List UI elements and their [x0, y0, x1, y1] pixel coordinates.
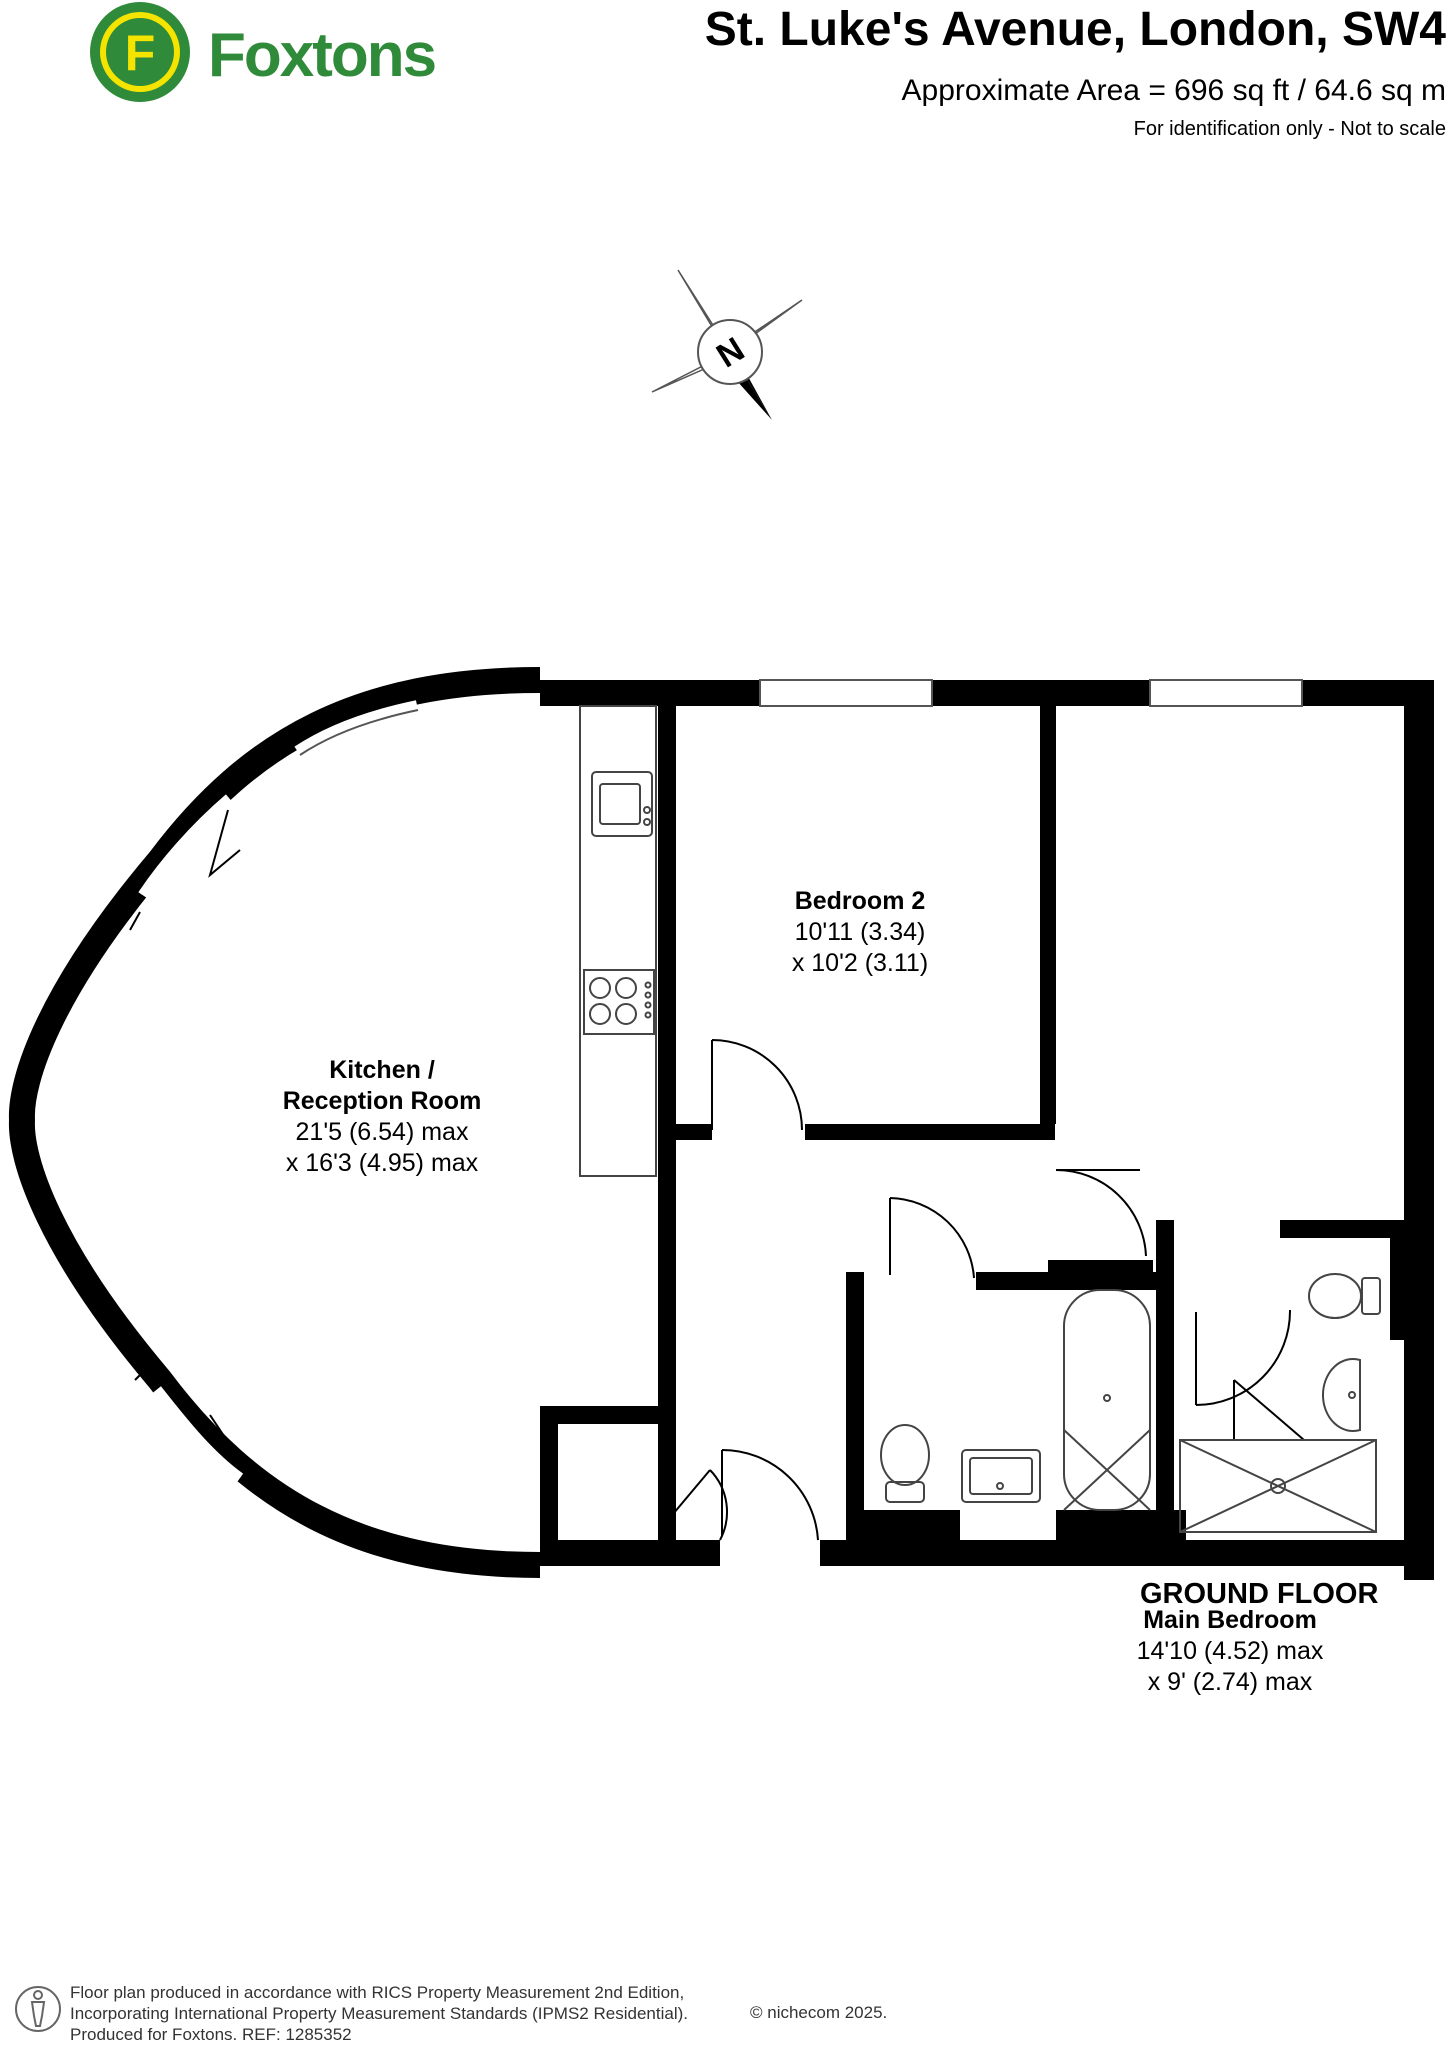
copyright-notice: © nichecom 2025.: [750, 2003, 888, 2022]
scale-disclaimer: For identification only - Not to scale: [1133, 118, 1446, 140]
exterior-walls: [8, 667, 1434, 1580]
bathroom-fixtures: [880, 1289, 1151, 1511]
property-title: St. Luke's Avenue, London, SW4: [704, 3, 1446, 56]
ensuite-fixtures: [1179, 1273, 1381, 1533]
emblem-letter: F: [125, 25, 156, 81]
footer-notes: Floor plan produced in accordance with R…: [70, 1982, 688, 2045]
approximate-area: Approximate Area = 696 sq ft / 64.6 sq m: [901, 74, 1446, 107]
person-scale-icon: [15, 1986, 61, 2032]
kitchen-reception-label: Kitchen / Reception Room 21'5 (6.54) max…: [212, 1055, 552, 1179]
room-dimension: 14'10 (4.52) max: [1136, 1637, 1324, 1665]
room-dimension: x 10'2 (3.11): [791, 949, 929, 977]
room-name: Kitchen /: [329, 1056, 435, 1084]
floor-plan: Kitchen / Reception Room 21'5 (6.54) max…: [0, 660, 1446, 1696]
foxtons-emblem-icon: F: [90, 2, 190, 102]
floor-plan-drawing: [8, 667, 1434, 1580]
kitchen-units: [579, 705, 657, 1177]
room-dimension: 10'11 (3.34): [794, 918, 926, 946]
main-bedroom-label: Main Bedroom 14'10 (4.52) max x 9' (2.74…: [1080, 1605, 1380, 1698]
brand-wordmark: Foxtons: [208, 21, 437, 90]
footer-line-2: Incorporating International Property Mea…: [70, 2004, 688, 2023]
bedroom-2-label: Bedroom 2 10'11 (3.34) x 10'2 (3.11): [720, 886, 1000, 979]
room-dimension: x 9' (2.74) max: [1147, 1668, 1313, 1696]
room-name: Main Bedroom: [1143, 1606, 1317, 1634]
footer: Floor plan produced in accordance with R…: [0, 1975, 1000, 2045]
footer-line-1: Floor plan produced in accordance with R…: [70, 1983, 685, 2002]
foxtons-logo: F Foxtons: [88, 0, 437, 104]
doors: [129, 809, 1305, 1541]
interior-walls: [540, 704, 1408, 1566]
room-name: Bedroom 2: [794, 887, 926, 915]
room-dimension: 21'5 (6.54) max: [295, 1118, 469, 1146]
compass-rose-icon: N: [640, 262, 820, 432]
room-dimension: x 16'3 (4.95) max: [285, 1149, 479, 1177]
footer-line-3: Produced for Foxtons. REF: 1285352: [70, 2025, 352, 2044]
floor-level-label: GROUND FLOOR: [1140, 1578, 1379, 1610]
room-name-line2: Reception Room: [282, 1087, 482, 1115]
